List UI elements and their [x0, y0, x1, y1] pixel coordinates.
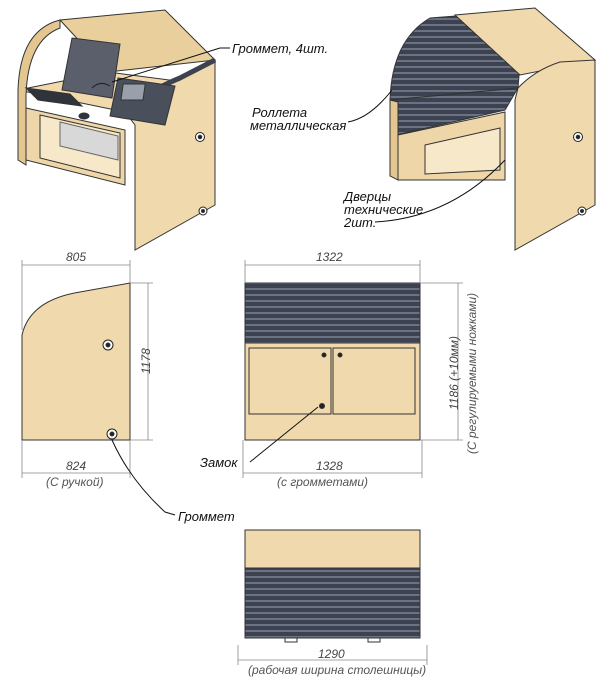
side-height: 1178 — [139, 348, 153, 374]
side-depth-bottom: 824 — [66, 459, 87, 473]
top-view — [237, 529, 428, 665]
shutter-label-line2: металлическая — [250, 118, 347, 133]
grommet-label: Громмет — [178, 509, 235, 524]
grommet-4-label: Громмет, 4шт. — [232, 41, 329, 56]
top-width-note: (рабочая ширина столешницы) — [248, 663, 427, 677]
iso-view-closed — [389, 7, 597, 251]
side-view — [21, 260, 153, 478]
front-width-top: 1322 — [316, 250, 343, 264]
front-width-bottom-note: (с громметами) — [277, 475, 369, 489]
front-view — [242, 260, 463, 478]
front-width-bottom: 1328 — [316, 459, 343, 473]
leader-lines — [111, 47, 506, 516]
front-height: 1186 (+10мм) — [447, 336, 461, 410]
doors-label-line1: Дверцы — [344, 189, 392, 204]
front-height-note: (С регулируемыми ножками) — [465, 292, 479, 454]
side-depth-bottom-note: (С ручкой) — [46, 475, 104, 489]
top-width: 1290 — [318, 647, 345, 661]
doors-label-line2: технические — [344, 202, 424, 217]
shutter-label-line1: Роллета — [252, 105, 308, 120]
doors-label-line3: 2шт. — [344, 215, 377, 230]
side-depth-top: 805 — [66, 250, 87, 264]
iso-view-open — [17, 9, 217, 251]
lock-label: Замок — [200, 455, 238, 470]
